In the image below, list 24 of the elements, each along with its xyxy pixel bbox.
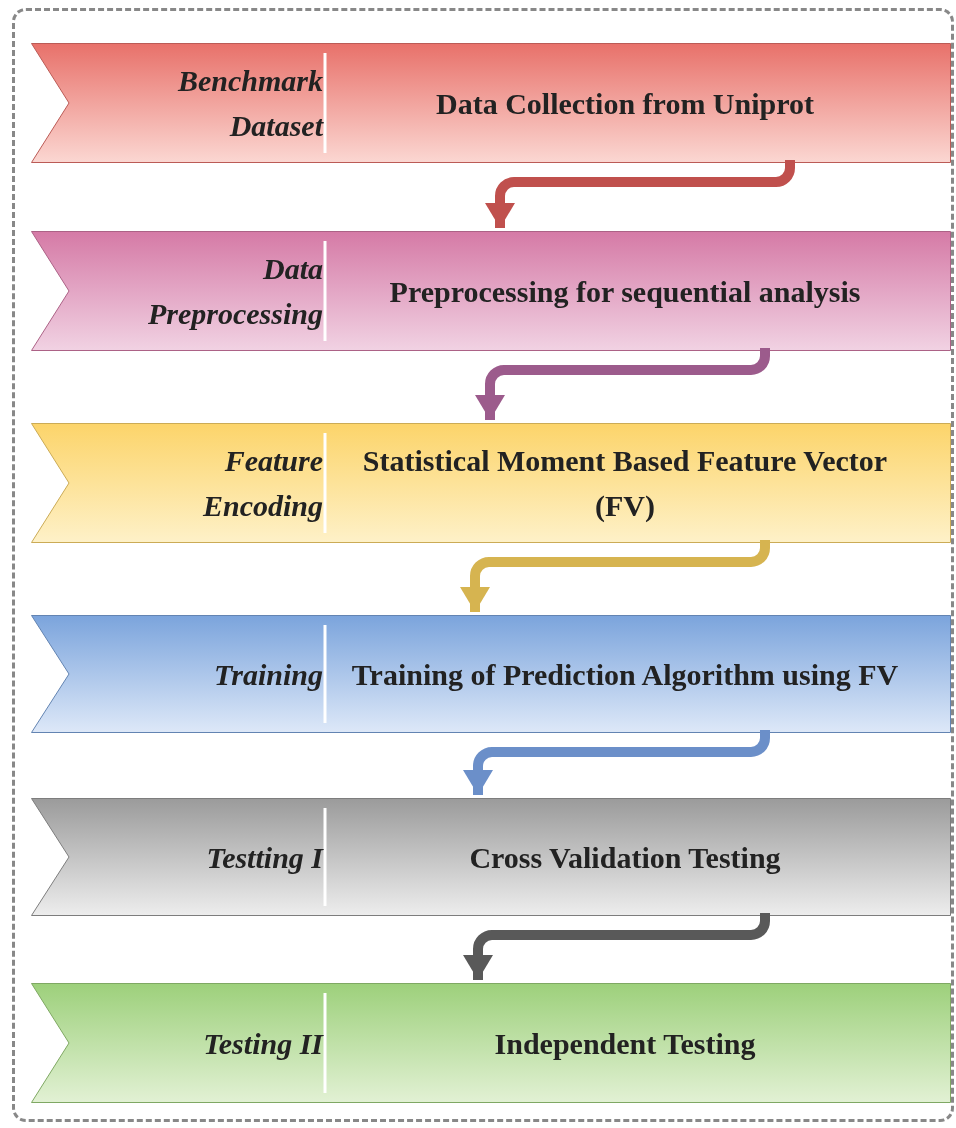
step-band xyxy=(31,231,951,351)
step-band xyxy=(31,423,951,543)
step-text: Data Collection from Uniprot xyxy=(435,85,815,122)
arrow xyxy=(475,348,770,420)
step-band xyxy=(31,983,951,1103)
stage-label: Benchmark Dataset xyxy=(176,63,323,144)
stage-label: Training xyxy=(213,656,323,693)
step-band xyxy=(31,798,951,916)
arrow xyxy=(463,730,770,795)
step-text: Preprocessing for sequential analysis xyxy=(388,273,862,310)
arrow xyxy=(463,913,770,980)
stage-label: Testting I xyxy=(205,839,323,876)
step-band xyxy=(31,615,951,733)
step-text: Independent Testing xyxy=(493,1025,757,1062)
step-text: Statistical Moment Based Feature Vector (FV) xyxy=(361,443,889,524)
arrow xyxy=(485,160,795,228)
stage-label: Data Preprocessing xyxy=(147,251,323,332)
step-text: Training of Prediction Algorithm using FV xyxy=(350,656,900,693)
stage-label: Feature Encoding xyxy=(201,443,323,524)
arrow xyxy=(460,540,770,612)
dashed-frame xyxy=(12,8,954,1122)
step-band xyxy=(31,43,951,163)
step-text: Cross Validation Testing xyxy=(468,839,782,876)
stage-label: Testing II xyxy=(202,1025,323,1062)
